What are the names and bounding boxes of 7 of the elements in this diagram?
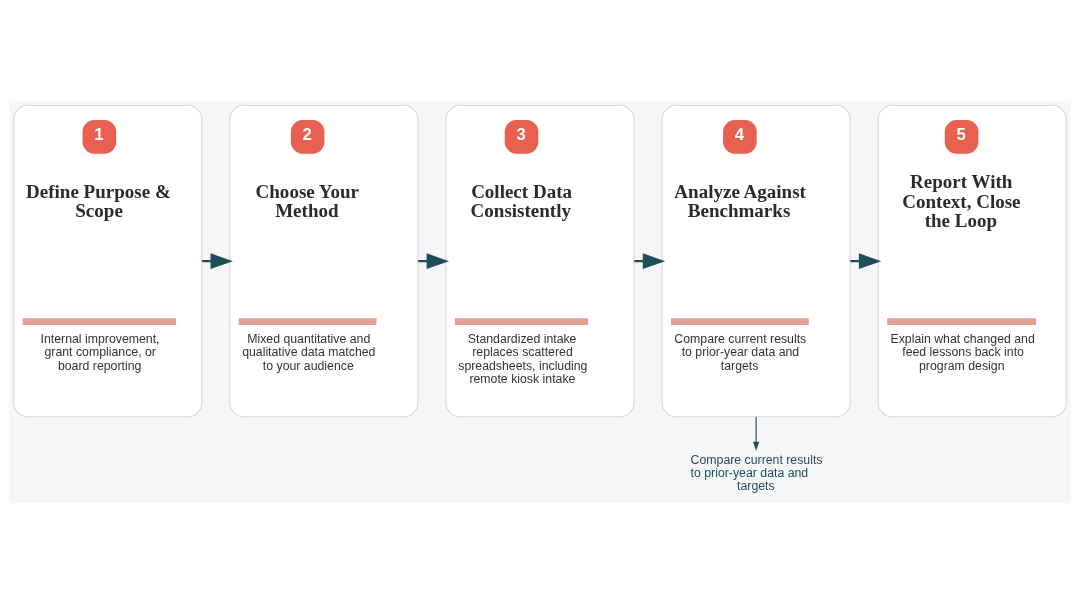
node-box: 2 Choose Your Method Mixed quantitative and qualitative data matched to your audience <box>229 104 419 417</box>
node-box: 4 Analyze Against Benchmarks Compare current results to prior-year data and targets <box>661 104 851 417</box>
node-box: 1 Define Purpose & Scope Internal improvement, grant compliance, or board reporting <box>13 104 203 417</box>
node-text: Compare current results to prior-year data and targets <box>690 452 823 493</box>
node-box: 3 Collect Data Consistently Standardized intake replaces scattered spreadsheets, including remote kiosk intake <box>445 104 635 417</box>
node-box: 5 Report With Context, Close the Loop Explain what changed and feed lessons back into program design <box>877 104 1067 417</box>
arrow <box>753 415 760 451</box>
